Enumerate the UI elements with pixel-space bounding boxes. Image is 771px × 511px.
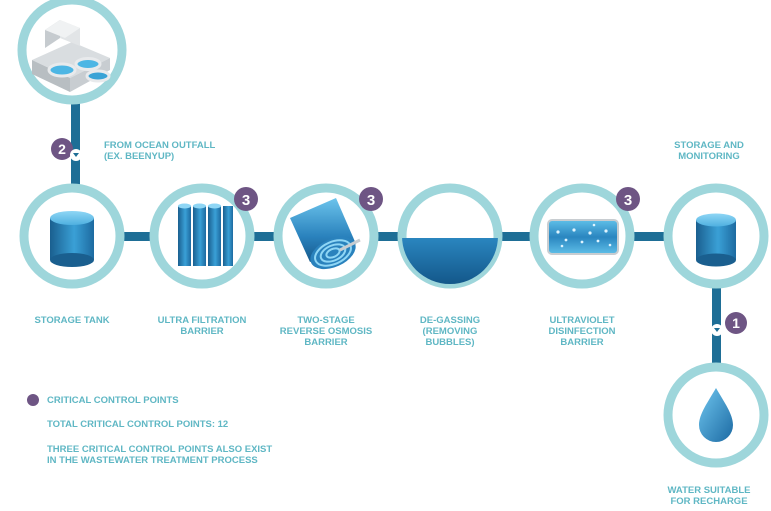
source-label: FROM OCEAN OUTFALL (EX. BEENYUP): [104, 140, 216, 162]
legend-ccp-dot: [27, 394, 39, 406]
stage-de-gassing: [397, 183, 503, 289]
svg-text:3: 3: [242, 192, 250, 209]
svg-text:1: 1: [732, 315, 740, 331]
legend-total: TOTAL CRITICAL CONTROL POINTS: 12: [47, 419, 229, 430]
stage-storage-monitoring: [663, 183, 769, 289]
stage-label-de-gassing: DE-GASSING (REMOVING BUBBLES): [419, 315, 481, 348]
stage-label-storage-tank: STORAGE TANK: [34, 315, 110, 326]
stage-label-ultra-filtration: ULTRA FILTRATION BARRIER: [157, 315, 247, 337]
ccp-badge-ultra-filtration: 3: [234, 187, 258, 211]
water-drop-icon: [699, 388, 733, 442]
stage-label-ultraviolet: ULTRAVIOLET DISINFECTION BARRIER: [548, 315, 616, 348]
storage-tank-icon: [696, 213, 736, 267]
wastewater-treatment-plant-icon: [32, 20, 111, 92]
stage-ultraviolet: [529, 183, 635, 289]
pipe-main-line: [60, 232, 720, 241]
stage-label-storage-monitoring: STORAGE AND MONITORING: [674, 140, 744, 162]
outlet-label: WATER SUITABLE FOR RECHARGE: [667, 485, 751, 507]
ccp-badge-outlet: 1: [725, 312, 747, 334]
pipe-source-to-tank: [71, 90, 80, 190]
stage-storage-tank: [19, 183, 125, 289]
flow-arrow-icon: [70, 149, 82, 161]
flow-arrow-icon: [711, 324, 723, 336]
outlet-node: [663, 362, 769, 468]
svg-text:3: 3: [367, 192, 375, 209]
ultraviolet-tube-icon: [547, 219, 619, 255]
ccp-badge-ultraviolet: 3: [616, 187, 640, 211]
stage-reverse-osmosis: [273, 183, 379, 289]
source-ccp-badge: 2: [51, 138, 73, 160]
badge-number: 2: [58, 141, 66, 157]
stage-label-reverse-osmosis: TWO-STAGE REVERSE OSMOSIS BARRIER: [279, 315, 373, 348]
storage-tank-icon: [50, 211, 94, 267]
stage-ultra-filtration: [149, 183, 255, 289]
legend-note: THREE CRITICAL CONTROL POINTS ALSO EXIST…: [47, 444, 273, 466]
svg-text:3: 3: [624, 192, 632, 209]
ccp-badge-reverse-osmosis: 3: [359, 187, 383, 211]
legend-ccp-label: CRITICAL CONTROL POINTS: [47, 395, 179, 406]
source-node: [17, 0, 127, 105]
reverse-osmosis-membrane-icon: [290, 198, 361, 270]
ultra-filtration-icon: [178, 203, 233, 266]
